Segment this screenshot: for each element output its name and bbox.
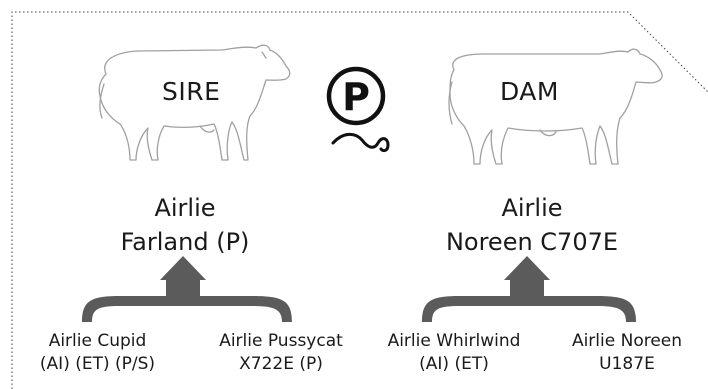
dam-dam-line2: U187E	[599, 354, 655, 374]
sire-sire-line1: Airlie Cupid	[48, 331, 147, 351]
sire-name-line1: Airlie	[154, 194, 216, 222]
sire-dam-line2: X722E (P)	[239, 354, 323, 374]
dam-name: Airlie Noreen C707E	[432, 191, 632, 259]
dam-sire-line1: Airlie Whirlwind	[387, 331, 521, 351]
dam-label: DAM	[500, 77, 559, 106]
sire-sire-line2: (AI) (ET) (P/S)	[39, 354, 156, 374]
sire-name: Airlie Farland (P)	[100, 191, 270, 259]
dotted-frame	[11, 11, 708, 389]
dam-name-line2: Noreen C707E	[445, 228, 619, 256]
sire-bracket-arrow	[82, 256, 292, 322]
sire-sire: Airlie Cupid (AI) (ET) (P/S)	[10, 330, 185, 376]
cow-outline-icon	[448, 48, 663, 165]
dam-dam: Airlie Noreen U187E	[552, 330, 702, 376]
sire-name-line2: Farland (P)	[120, 228, 250, 256]
svg-text:P: P	[342, 75, 370, 119]
dam-sire-line2: (AI) (ET)	[419, 354, 489, 374]
dam-name-line1: Airlie	[501, 194, 563, 222]
bull-outline-icon	[98, 44, 291, 161]
sire-dam: Airlie Pussycat X722E (P)	[196, 330, 366, 376]
dam-bracket-arrow	[422, 256, 636, 322]
sire-dam-line1: Airlie Pussycat	[219, 331, 343, 351]
dam-sire: Airlie Whirlwind (AI) (ET)	[364, 330, 544, 376]
dam-dam-line1: Airlie Noreen	[571, 331, 683, 351]
sire-label: SIRE	[162, 77, 221, 106]
polled-symbol-icon: P	[326, 66, 390, 153]
